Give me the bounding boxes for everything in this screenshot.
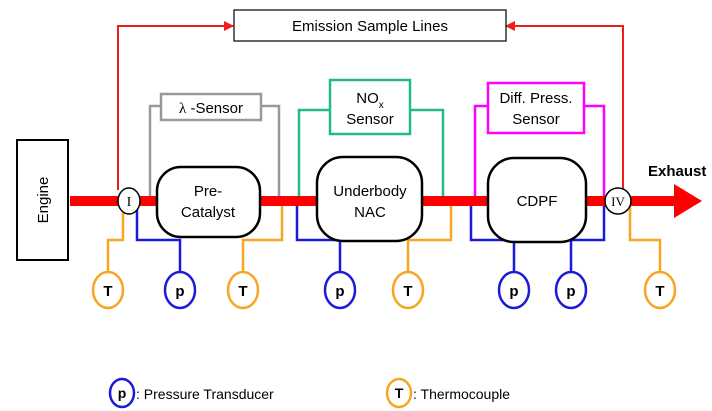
emission-sample-lines-box — [233, 9, 507, 42]
pre-catalyst-label: Pre- — [194, 183, 222, 200]
pressure-wire-1 — [135, 198, 182, 271]
diff-press-sensor-label: Diff. Press. — [499, 90, 572, 107]
nox-sensor-box — [328, 78, 412, 136]
underbody-nac — [315, 155, 424, 243]
legend-thermocouple-symbol — [385, 377, 413, 409]
thermocouple-3: T — [391, 270, 425, 310]
pre-catalyst-label-line2: Catalyst — [181, 204, 236, 221]
thermocouple-4: T — [643, 270, 677, 310]
emission-sample-lines-label: Emission Sample Lines — [292, 18, 448, 35]
thermo-wire-4 — [628, 205, 662, 271]
pressure-transducer-4: p — [554, 270, 588, 310]
lambda-sensor-label: λ -Sensor — [179, 100, 243, 117]
pressure-transducer-1-label: p — [175, 283, 184, 300]
engine-block — [16, 139, 69, 261]
pressure-transducer-3: p — [497, 270, 531, 310]
sample-line-downstream — [505, 21, 624, 190]
thermo-wire-3 — [406, 198, 453, 271]
legend-pressure-symbol — [108, 377, 136, 409]
lambda-sensor-box — [159, 92, 263, 122]
cdpf — [486, 156, 588, 244]
sample-point-4-label: IV — [611, 194, 625, 209]
nox-sensor-label-line2: Sensor — [346, 111, 394, 128]
sample-point-1-label: I — [127, 195, 132, 210]
sample-point-4 — [604, 187, 632, 215]
pressure-wire-3 — [469, 198, 516, 271]
cdpf-label: CDPF — [517, 193, 558, 210]
thermocouple-1: T — [91, 270, 125, 310]
sample-point-1 — [117, 187, 141, 215]
legend-pressure-label: : Pressure Transducer — [136, 386, 274, 402]
pressure-transducer-1: p — [163, 270, 197, 310]
legend: p : Pressure Transducer T : Thermocouple — [108, 377, 510, 409]
engine-label: Engine — [35, 177, 52, 224]
thermocouple-2-label: T — [238, 283, 247, 300]
underbody-nac-label-line2: NAC — [354, 204, 386, 221]
thermo-wire-2 — [241, 198, 284, 271]
pressure-transducer-2-label: p — [335, 283, 344, 300]
pre-catalyst — [155, 165, 262, 239]
thermo-wire-1 — [106, 205, 125, 271]
diff-press-sensor-label-line2: Sensor — [512, 111, 560, 128]
pressure-wire-2 — [295, 198, 342, 271]
thermocouple-1-label: T — [103, 283, 112, 300]
sample-line-upstream — [117, 21, 234, 190]
exhaust-arrow-head — [674, 184, 702, 218]
legend-pressure-symbol-label: p — [118, 385, 127, 401]
underbody-nac-label: Underbody — [333, 183, 407, 200]
pressure-transducer-4-label: p — [566, 283, 575, 300]
pressure-wire-4 — [569, 198, 606, 271]
pressure-transducer-3-label: p — [509, 283, 518, 300]
pressure-transducer-2: p — [323, 270, 357, 310]
thermocouple-4-label: T — [655, 283, 664, 300]
diff-press-sensor-box — [486, 81, 586, 135]
legend-thermocouple-label: : Thermocouple — [413, 386, 510, 402]
nox-sensor-label: NOx — [356, 90, 384, 111]
exhaust-label: Exhaust — [648, 163, 706, 180]
thermocouple-3-label: T — [403, 283, 412, 300]
legend-thermocouple-symbol-label: T — [395, 385, 404, 401]
thermocouple-2: T — [226, 270, 260, 310]
